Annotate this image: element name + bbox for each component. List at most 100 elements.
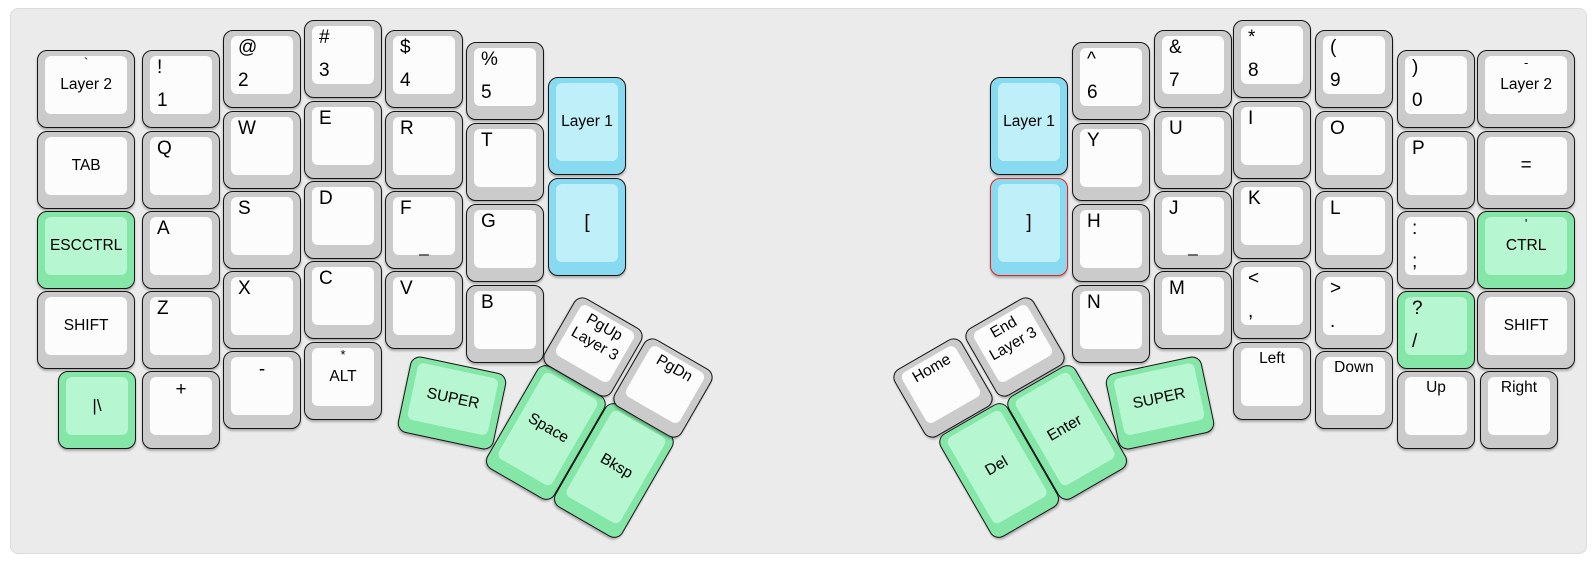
key-i[interactable]: I (1233, 101, 1311, 179)
key-colon-semicolon[interactable]: :; (1397, 211, 1475, 289)
keycap-top: U (1162, 117, 1224, 175)
key-layer1-right[interactable]: Layer 1 (990, 77, 1068, 176)
key-quote-ctrl[interactable]: 'CTRL (1477, 211, 1576, 289)
key-dash-layer2[interactable]: -Layer 2 (1477, 50, 1576, 128)
key-star-alt[interactable]: *ALT (304, 342, 382, 420)
key-label: G (481, 211, 496, 232)
key-d[interactable]: D (304, 181, 382, 259)
key-label: L (1330, 198, 1341, 219)
key-gt-period[interactable]: >. (1315, 271, 1393, 349)
key-label-line: : (1412, 218, 1418, 239)
key-percent-5[interactable]: %5 (466, 42, 544, 120)
key-k[interactable]: K (1233, 181, 1311, 259)
key-lparen-9[interactable]: (9 (1315, 30, 1393, 108)
key-left-arrow[interactable]: Left (1233, 342, 1311, 420)
key-minus[interactable]: - (223, 351, 301, 429)
key-exclam-1[interactable]: !1 (142, 50, 220, 128)
keycap-top: <, (1241, 267, 1303, 325)
key-x[interactable]: X (223, 271, 301, 349)
key-o[interactable]: O (1315, 111, 1393, 189)
key-equals[interactable]: = (1477, 131, 1576, 209)
key-q[interactable]: Q (142, 131, 220, 209)
key-y[interactable]: Y (1072, 123, 1150, 201)
key-r[interactable]: R (385, 111, 463, 189)
key-label-group: )0 (1405, 56, 1467, 114)
key-label-line: ( (1330, 37, 1337, 58)
key-pipe-backslash[interactable]: |\ (58, 371, 136, 449)
keycap-top: C (312, 267, 374, 325)
key-label-line: ^ (1087, 49, 1096, 70)
key-dollar-4[interactable]: $4 (385, 30, 463, 108)
key-lt-comma[interactable]: <, (1233, 261, 1311, 339)
keycap-top: N (1080, 291, 1142, 349)
key-e[interactable]: E (304, 101, 382, 179)
key-shift-left[interactable]: SHIFT (37, 291, 136, 369)
key-lbracket[interactable]: [ (548, 178, 626, 277)
key-p[interactable]: P (1397, 131, 1475, 209)
keycap-top: D (312, 187, 374, 245)
keycap-top: SUPER (406, 362, 500, 437)
key-n[interactable]: N (1072, 285, 1150, 363)
key-v[interactable]: V (385, 271, 463, 349)
key-u[interactable]: U (1154, 111, 1232, 189)
key-down-arrow[interactable]: Down (1315, 351, 1393, 429)
key-w[interactable]: W (223, 111, 301, 189)
key-right-arrow[interactable]: Right (1480, 371, 1558, 449)
keycap-top: A (150, 217, 212, 275)
key-plus[interactable]: + (142, 371, 220, 449)
key-label-line: # (319, 27, 330, 48)
key-label: = (1520, 154, 1532, 176)
keycap-top: H (1080, 210, 1142, 268)
key-label: ALT (329, 367, 357, 385)
key-t[interactable]: T (466, 123, 544, 201)
key-backtick-layer2[interactable]: `Layer 2 (37, 50, 136, 128)
key-label: Y (1087, 130, 1100, 151)
key-z[interactable]: Z (142, 291, 220, 369)
key-label-line: 0 (1412, 90, 1423, 111)
key-a[interactable]: A (142, 211, 220, 289)
key-label: ] (1026, 211, 1032, 233)
key-j[interactable]: J_ (1154, 191, 1232, 269)
key-label: W (238, 118, 256, 139)
key-label: - (1523, 55, 1529, 70)
key-star-8[interactable]: *8 (1233, 20, 1311, 98)
keycap-top: @2 (231, 36, 293, 94)
key-m[interactable]: M (1154, 271, 1232, 349)
key-amp-7[interactable]: &7 (1154, 30, 1232, 108)
key-f[interactable]: F_ (385, 191, 463, 269)
key-hash-3[interactable]: #3 (304, 20, 382, 98)
key-rbracket[interactable]: ] (990, 178, 1068, 277)
keycap-top: W (231, 117, 293, 175)
key-label-group: %5 (474, 48, 536, 106)
keycap-top: *ALT (312, 347, 374, 406)
keycap-top: Z (150, 297, 212, 355)
key-rparen-0[interactable]: )0 (1397, 50, 1475, 128)
keycap-top: `Layer 2 (45, 55, 128, 114)
keycap-top: + (150, 377, 212, 435)
key-label-line: ) (1412, 57, 1419, 78)
key-label-group: @2 (231, 36, 293, 94)
key-label-line: . (1330, 311, 1336, 332)
key-tab[interactable]: TAB (37, 131, 136, 209)
key-h[interactable]: H (1072, 204, 1150, 282)
key-caret-6[interactable]: ^6 (1072, 42, 1150, 120)
key-label-line: | (92, 395, 97, 415)
key-label-line: 5 (481, 82, 492, 103)
keycap-top: )0 (1405, 56, 1467, 114)
key-s[interactable]: S (223, 191, 301, 269)
key-at-2[interactable]: @2 (223, 30, 301, 108)
key-label: N (1087, 292, 1101, 313)
key-label-line: 7 (1169, 70, 1180, 91)
key-c[interactable]: C (304, 261, 382, 339)
key-label-line: 6 (1087, 82, 1098, 103)
key-l[interactable]: L (1315, 191, 1393, 269)
key-b[interactable]: B (466, 285, 544, 363)
key-up-arrow[interactable]: Up (1397, 371, 1475, 449)
key-layer1-left[interactable]: Layer 1 (548, 77, 626, 176)
key-question-slash[interactable]: ?/ (1397, 291, 1475, 369)
key-g[interactable]: G (466, 204, 544, 282)
key-label-line: ? (1412, 298, 1423, 319)
key-shift-right[interactable]: SHIFT (1477, 291, 1576, 369)
